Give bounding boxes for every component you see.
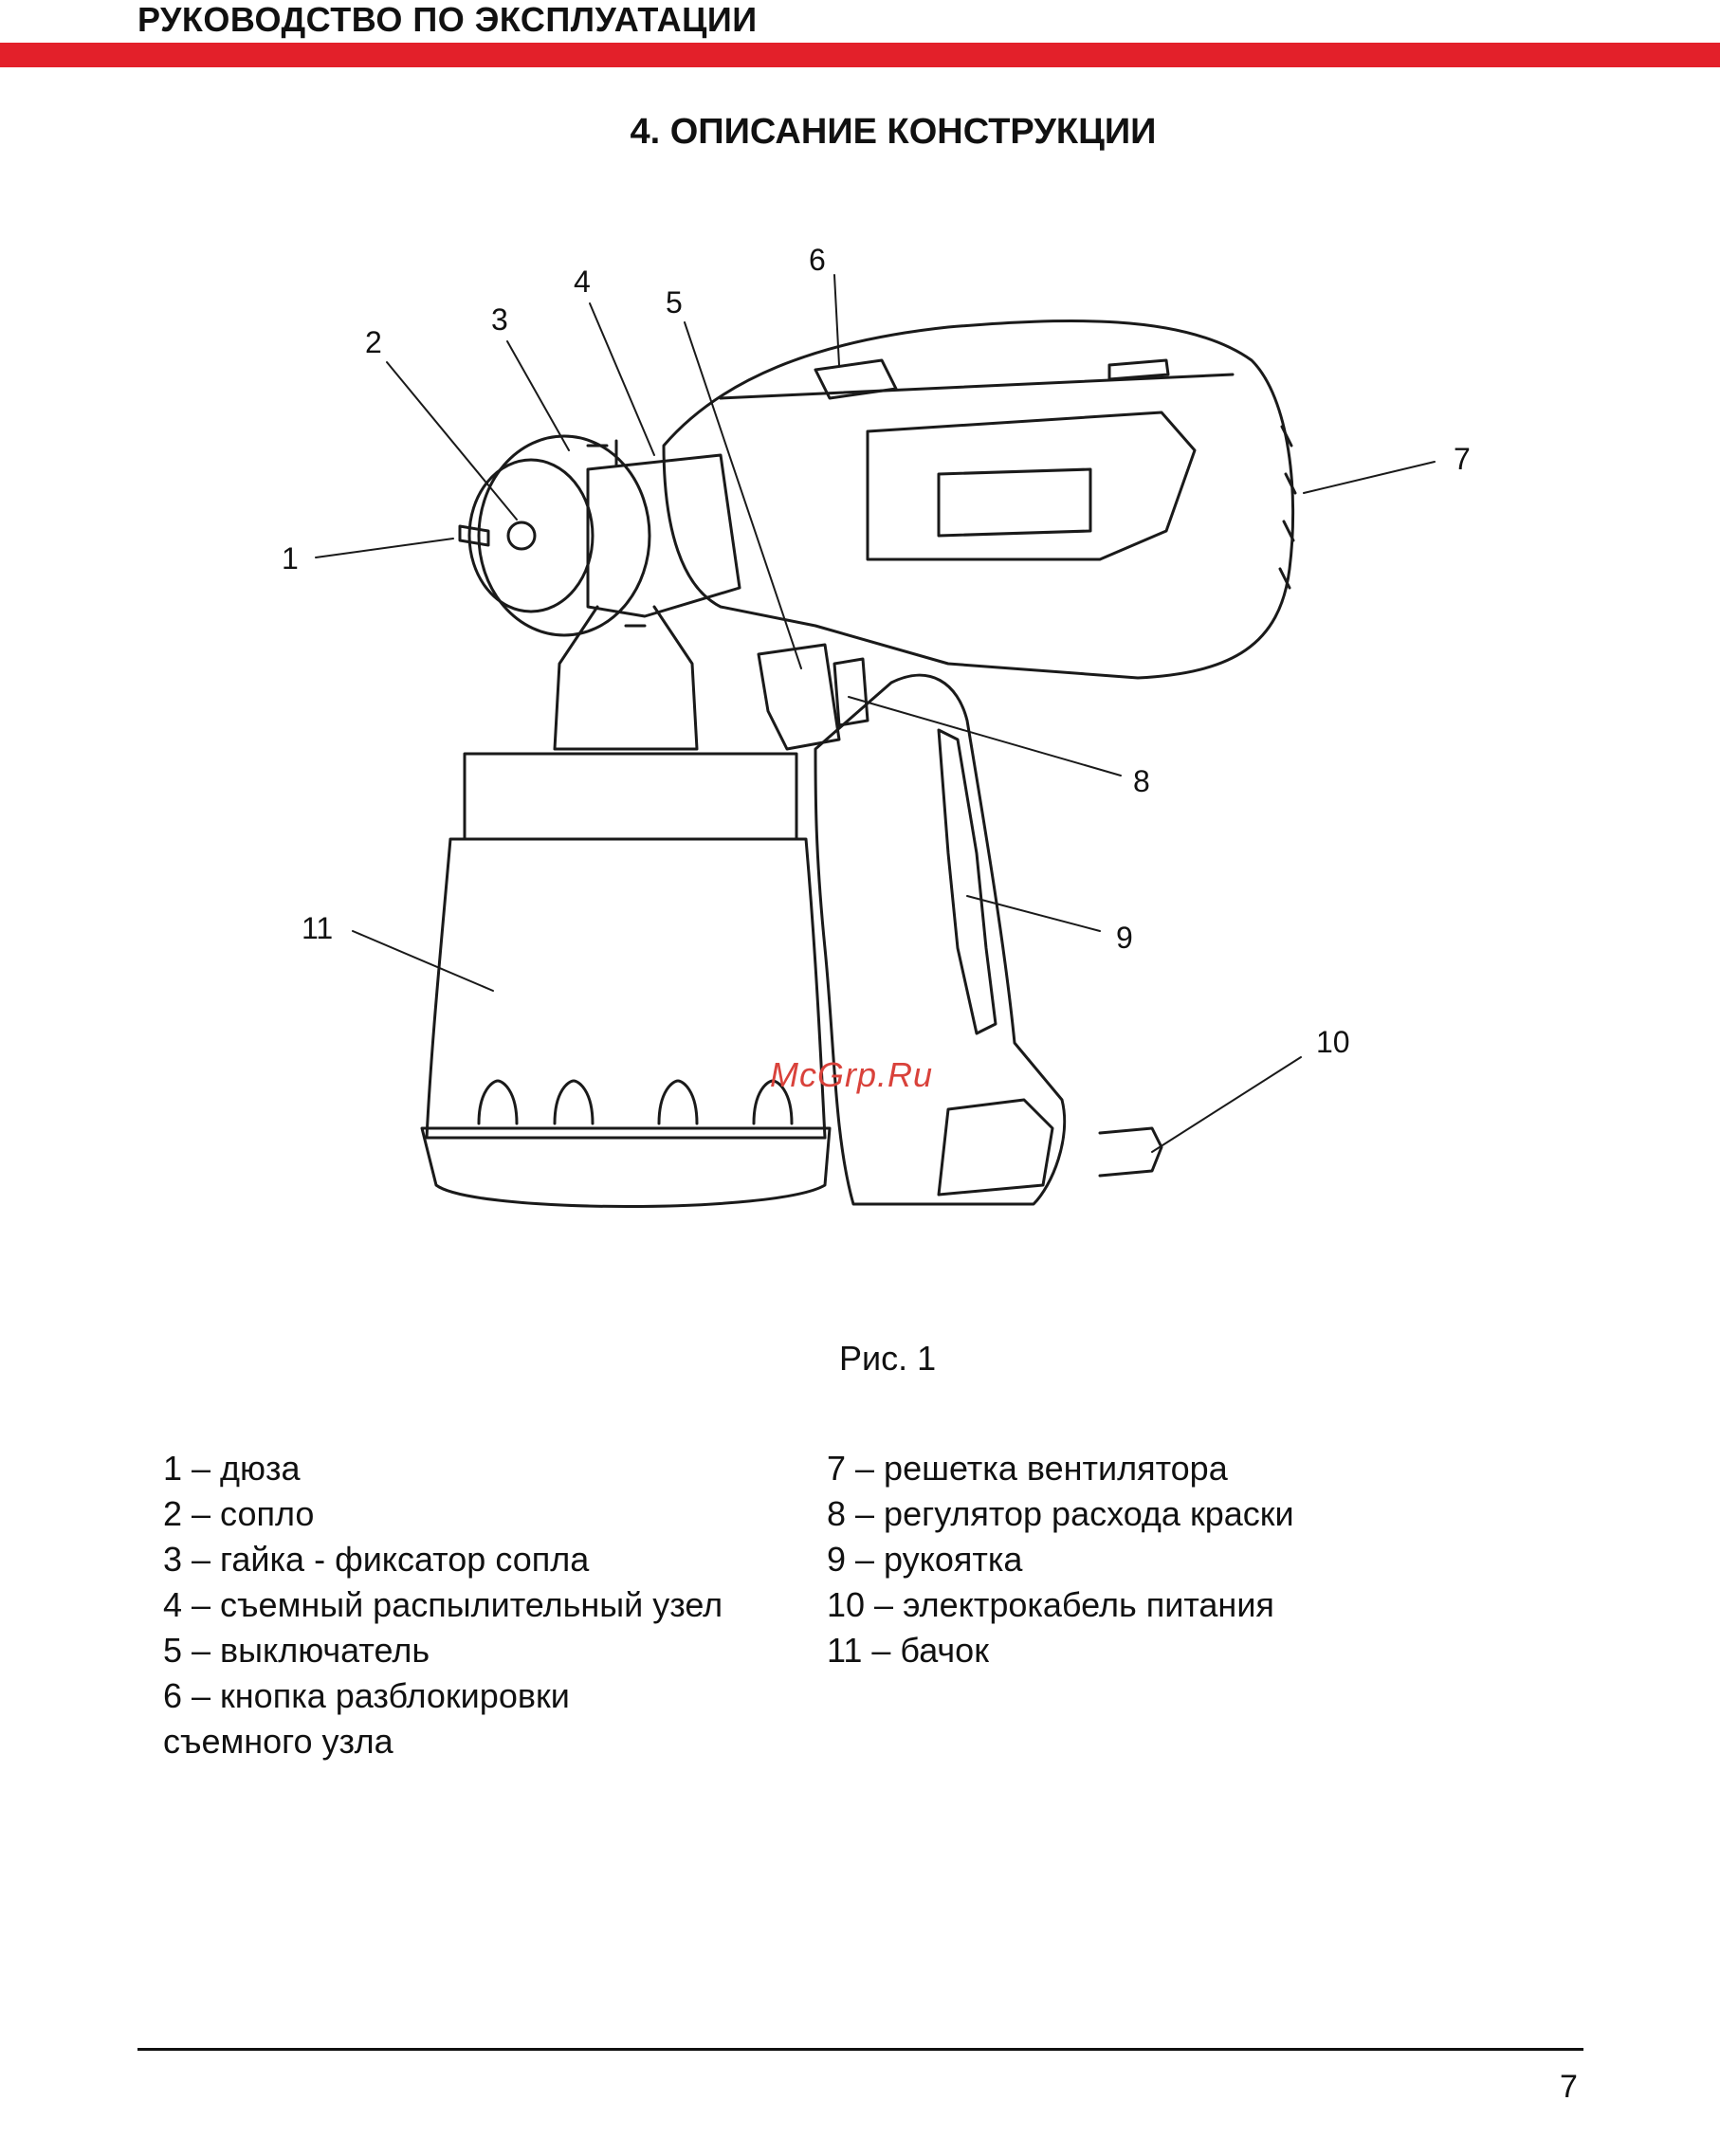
callout-5: 5 <box>666 285 683 320</box>
spray-gun-diagram: 1 2 3 4 5 6 7 8 9 10 11 <box>282 243 1471 1208</box>
legend-item: 4 – съемный распылительный узел <box>163 1585 723 1624</box>
legend-item: 5 – выключатель <box>163 1631 430 1670</box>
header-red-bar <box>0 43 1720 67</box>
spray-nozzle-assembly <box>586 453 741 618</box>
callout-3: 3 <box>491 302 508 337</box>
callout-2: 2 <box>365 325 382 359</box>
watermark-text: McGrp.Ru <box>770 1055 934 1094</box>
legend-item: 3 – гайка - фиксатор сопла <box>163 1540 590 1579</box>
page-number: 7 <box>1560 2069 1578 2105</box>
legend-left-column: 1 – дюза 2 – сопло 3 – гайка - фиксатор … <box>163 1446 723 1764</box>
legend-item: съемного узла <box>163 1722 393 1761</box>
callout-7: 7 <box>1454 442 1471 476</box>
callout-8: 8 <box>1133 764 1150 798</box>
callout-11: 11 <box>302 911 333 945</box>
callout-1: 1 <box>282 541 299 576</box>
callout-9: 9 <box>1116 921 1133 955</box>
trigger-switch <box>757 643 841 751</box>
legend-item: 6 – кнопка разблокировки <box>163 1676 570 1715</box>
section-heading: 4. ОПИСАНИЕ КОНСТРУКЦИИ <box>630 112 1157 152</box>
legend-item: 2 – сопло <box>163 1494 315 1533</box>
legend-item: 10 – электрокабель питания <box>827 1585 1274 1624</box>
flow-regulator-knob <box>833 657 869 727</box>
handle-grip <box>814 673 1067 1206</box>
paint-tank <box>463 752 798 841</box>
legend-item: 9 – рукоятка <box>827 1540 1023 1579</box>
legend-item: 1 – дюза <box>163 1449 301 1488</box>
legend-right-column: 7 – решетка вентилятора 8 – регулятор ра… <box>827 1446 1294 1673</box>
legend-item: 11 – бачок <box>827 1631 989 1670</box>
callout-6: 6 <box>809 243 826 277</box>
legend-item: 8 – регулятор расхода краски <box>827 1494 1294 1533</box>
power-cord <box>1098 1126 1163 1178</box>
legend-item: 7 – решетка вентилятора <box>827 1449 1228 1488</box>
footer-rule <box>137 2048 1583 2051</box>
fan-grille <box>1278 425 1297 590</box>
motor-housing <box>662 319 1295 680</box>
figure-caption: Рис. 1 <box>839 1339 937 1378</box>
callout-4: 4 <box>574 265 591 299</box>
unlock-button <box>814 358 898 400</box>
callout-10: 10 <box>1316 1025 1350 1059</box>
manual-header-title: РУКОВОДСТВО ПО ЭКСПЛУАТАЦИИ <box>137 0 758 39</box>
